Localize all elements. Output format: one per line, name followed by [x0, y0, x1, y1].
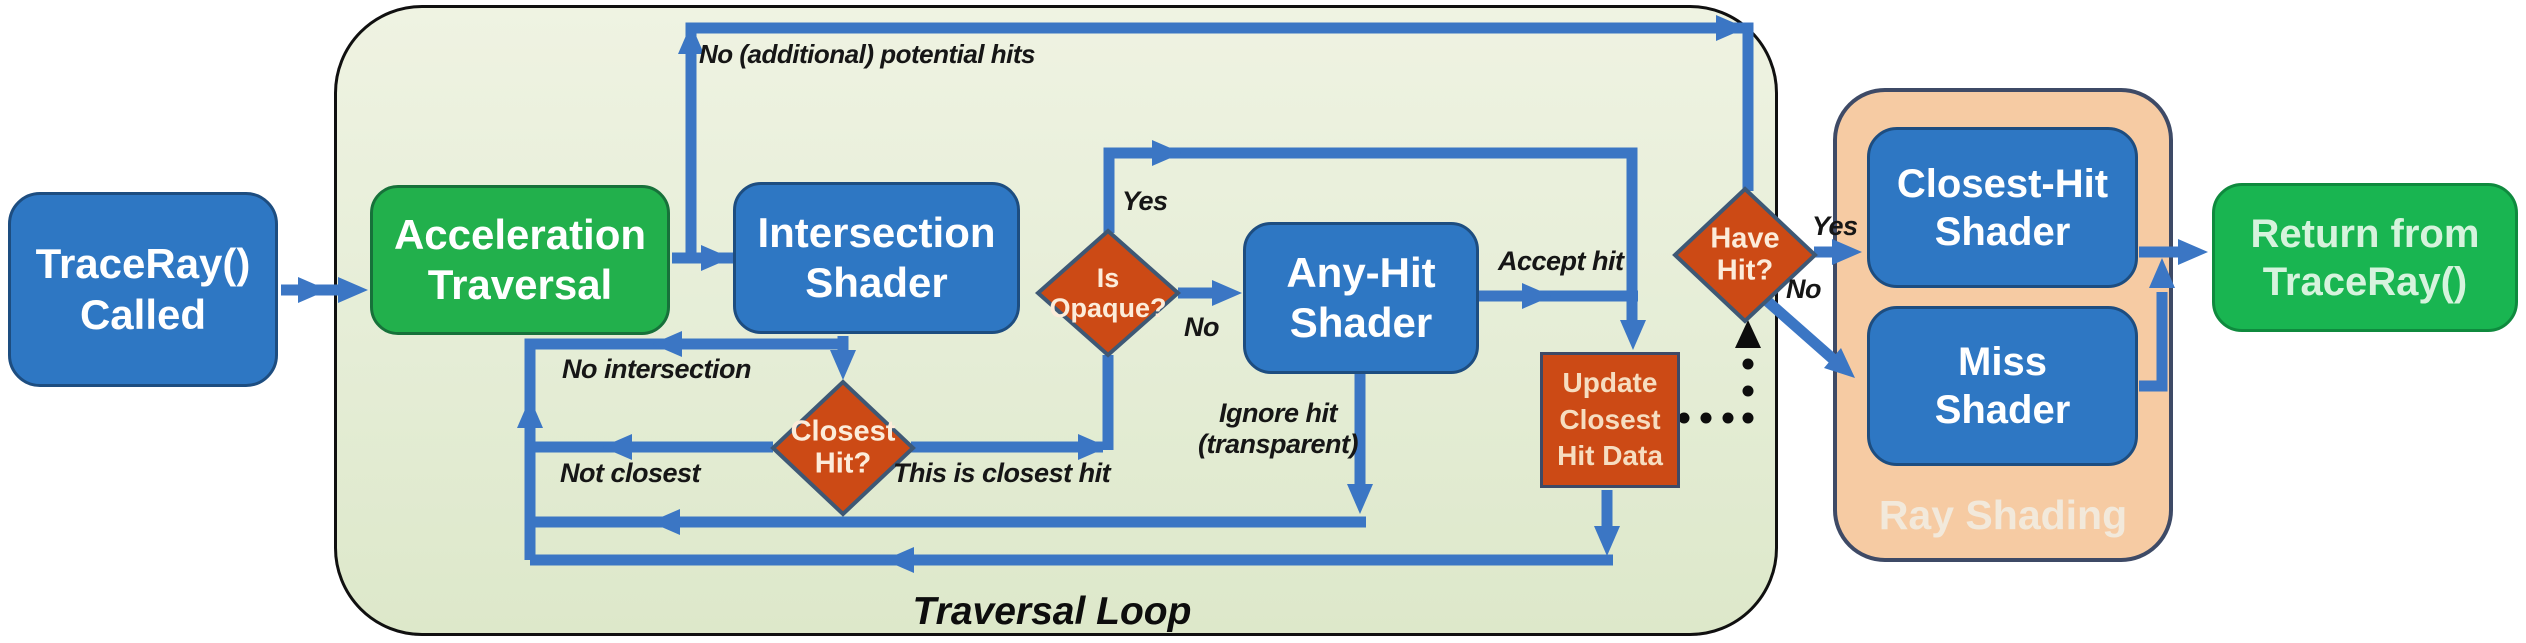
edge-label-accept-hit: Accept hit: [1498, 246, 1624, 276]
node-return-from-traceray: Return from TraceRay(): [2212, 183, 2518, 332]
traversal-loop-title: Traversal Loop: [912, 590, 1192, 633]
edge-label-no-potential-hits: No (additional) potential hits: [699, 39, 1035, 69]
edge-label-have-hit-yes: Yes: [1812, 211, 1858, 241]
node-acceleration-traversal: Acceleration Traversal: [370, 185, 670, 335]
edge-label-this-is-closest: This is closest hit: [893, 458, 1111, 488]
ray-shading-title: Ray Shading: [1878, 492, 2128, 538]
edge-label-opaque-yes: Yes: [1122, 186, 1168, 216]
edge-label-opaque-no: No: [1184, 312, 1220, 342]
edge-label-not-closest: Not closest: [560, 458, 701, 488]
is-opaque-label: Is Opaque?: [1049, 262, 1167, 323]
node-any-hit-shader: Any-Hit Shader: [1243, 222, 1479, 374]
node-miss-shader: Miss Shader: [1867, 306, 2138, 466]
edge-label-have-hit-no: No: [1786, 274, 1822, 304]
node-update-closest-hit-data: Update Closest Hit Data: [1540, 352, 1680, 488]
node-closest-hit-shader: Closest-Hit Shader: [1867, 127, 2138, 288]
have-hit-label: Have Hit?: [1710, 222, 1780, 287]
closest-hit-question-label: Closest Hit?: [790, 415, 896, 480]
edge-label-no-intersection: No intersection: [562, 354, 752, 384]
edge-label-ignore-hit: Ignore hit (transparent): [1197, 398, 1359, 460]
node-traceray-called: TraceRay() Called: [8, 192, 278, 387]
node-intersection-shader: Intersection Shader: [733, 182, 1020, 334]
